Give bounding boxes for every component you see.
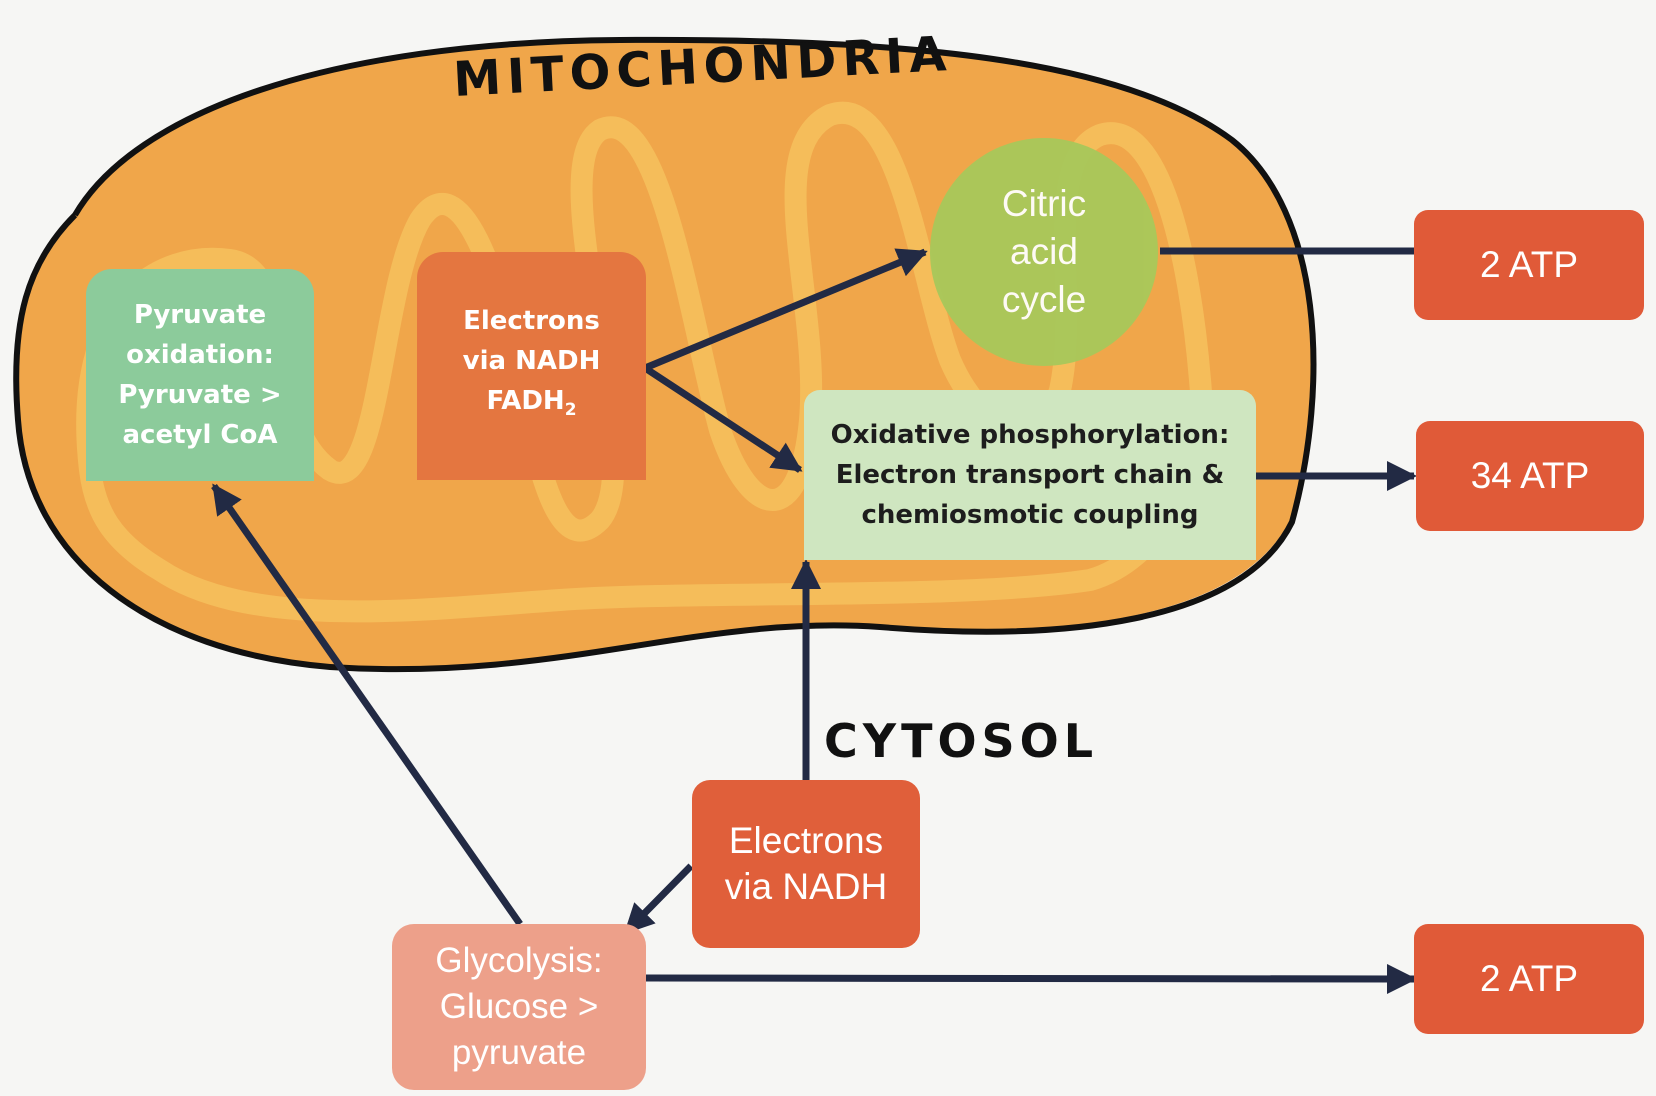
mitochondrion-outline [13, 36, 1317, 673]
oxidative-phosphorylation-box: Oxidative phosphorylation: Electron tran… [804, 390, 1256, 560]
citric-acid-cycle-circle: Citric acid cycle [930, 138, 1158, 366]
pyruvate-oxidation-text: Pyruvate oxidation: Pyruvate > acetyl Co… [118, 300, 282, 450]
glycolysis-text: Glycolysis: Glucose > pyruvate [435, 941, 603, 1072]
arrow-electrons-to-oxphos [643, 365, 803, 473]
glycolysis-box: Glycolysis: Glucose > pyruvate [392, 924, 646, 1090]
electrons-mito-line1: Electrons [463, 306, 600, 337]
electrons-cytosol-box: Electrons via NADH [692, 780, 920, 948]
atp-citric-box: 2 ATP [1414, 210, 1644, 320]
atp-oxphos-text: 34 ATP [1470, 455, 1590, 496]
electrons-mito-line2: via NADH [462, 346, 601, 377]
electrons-cytosol-text: Electrons via NADH [724, 820, 888, 907]
cytosol-label: CYTOSOL [824, 714, 1099, 768]
fadh-text: FADH [486, 386, 565, 417]
atp-oxphos-box: 34 ATP [1416, 421, 1644, 531]
cristae [76, 101, 1213, 623]
arrow-glycolysis-to-pyruvate [211, 483, 523, 927]
electrons-mito-line3: FADH2 [486, 381, 576, 430]
pyruvate-oxidation-box: Pyruvate oxidation: Pyruvate > acetyl Co… [86, 269, 314, 481]
atp-glycolysis-text: 2 ATP [1479, 958, 1579, 999]
citric-acid-cycle-text: Citric acid cycle [1001, 183, 1087, 320]
arrow-electrons-to-citric [643, 248, 928, 372]
electrons-mito-box: Electrons via NADH FADH2 [417, 252, 646, 480]
arrow-cytosol-electrons-to-glycolysis [623, 863, 694, 935]
oxidative-phosphorylation-text: Oxidative phosphorylation: Electron tran… [830, 420, 1230, 530]
atp-glycolysis-box: 2 ATP [1414, 924, 1644, 1034]
fadh-subscript: 2 [564, 400, 577, 421]
arrow-glycolysis-to-atp [645, 963, 1417, 994]
atp-citric-text: 2 ATP [1479, 244, 1579, 285]
